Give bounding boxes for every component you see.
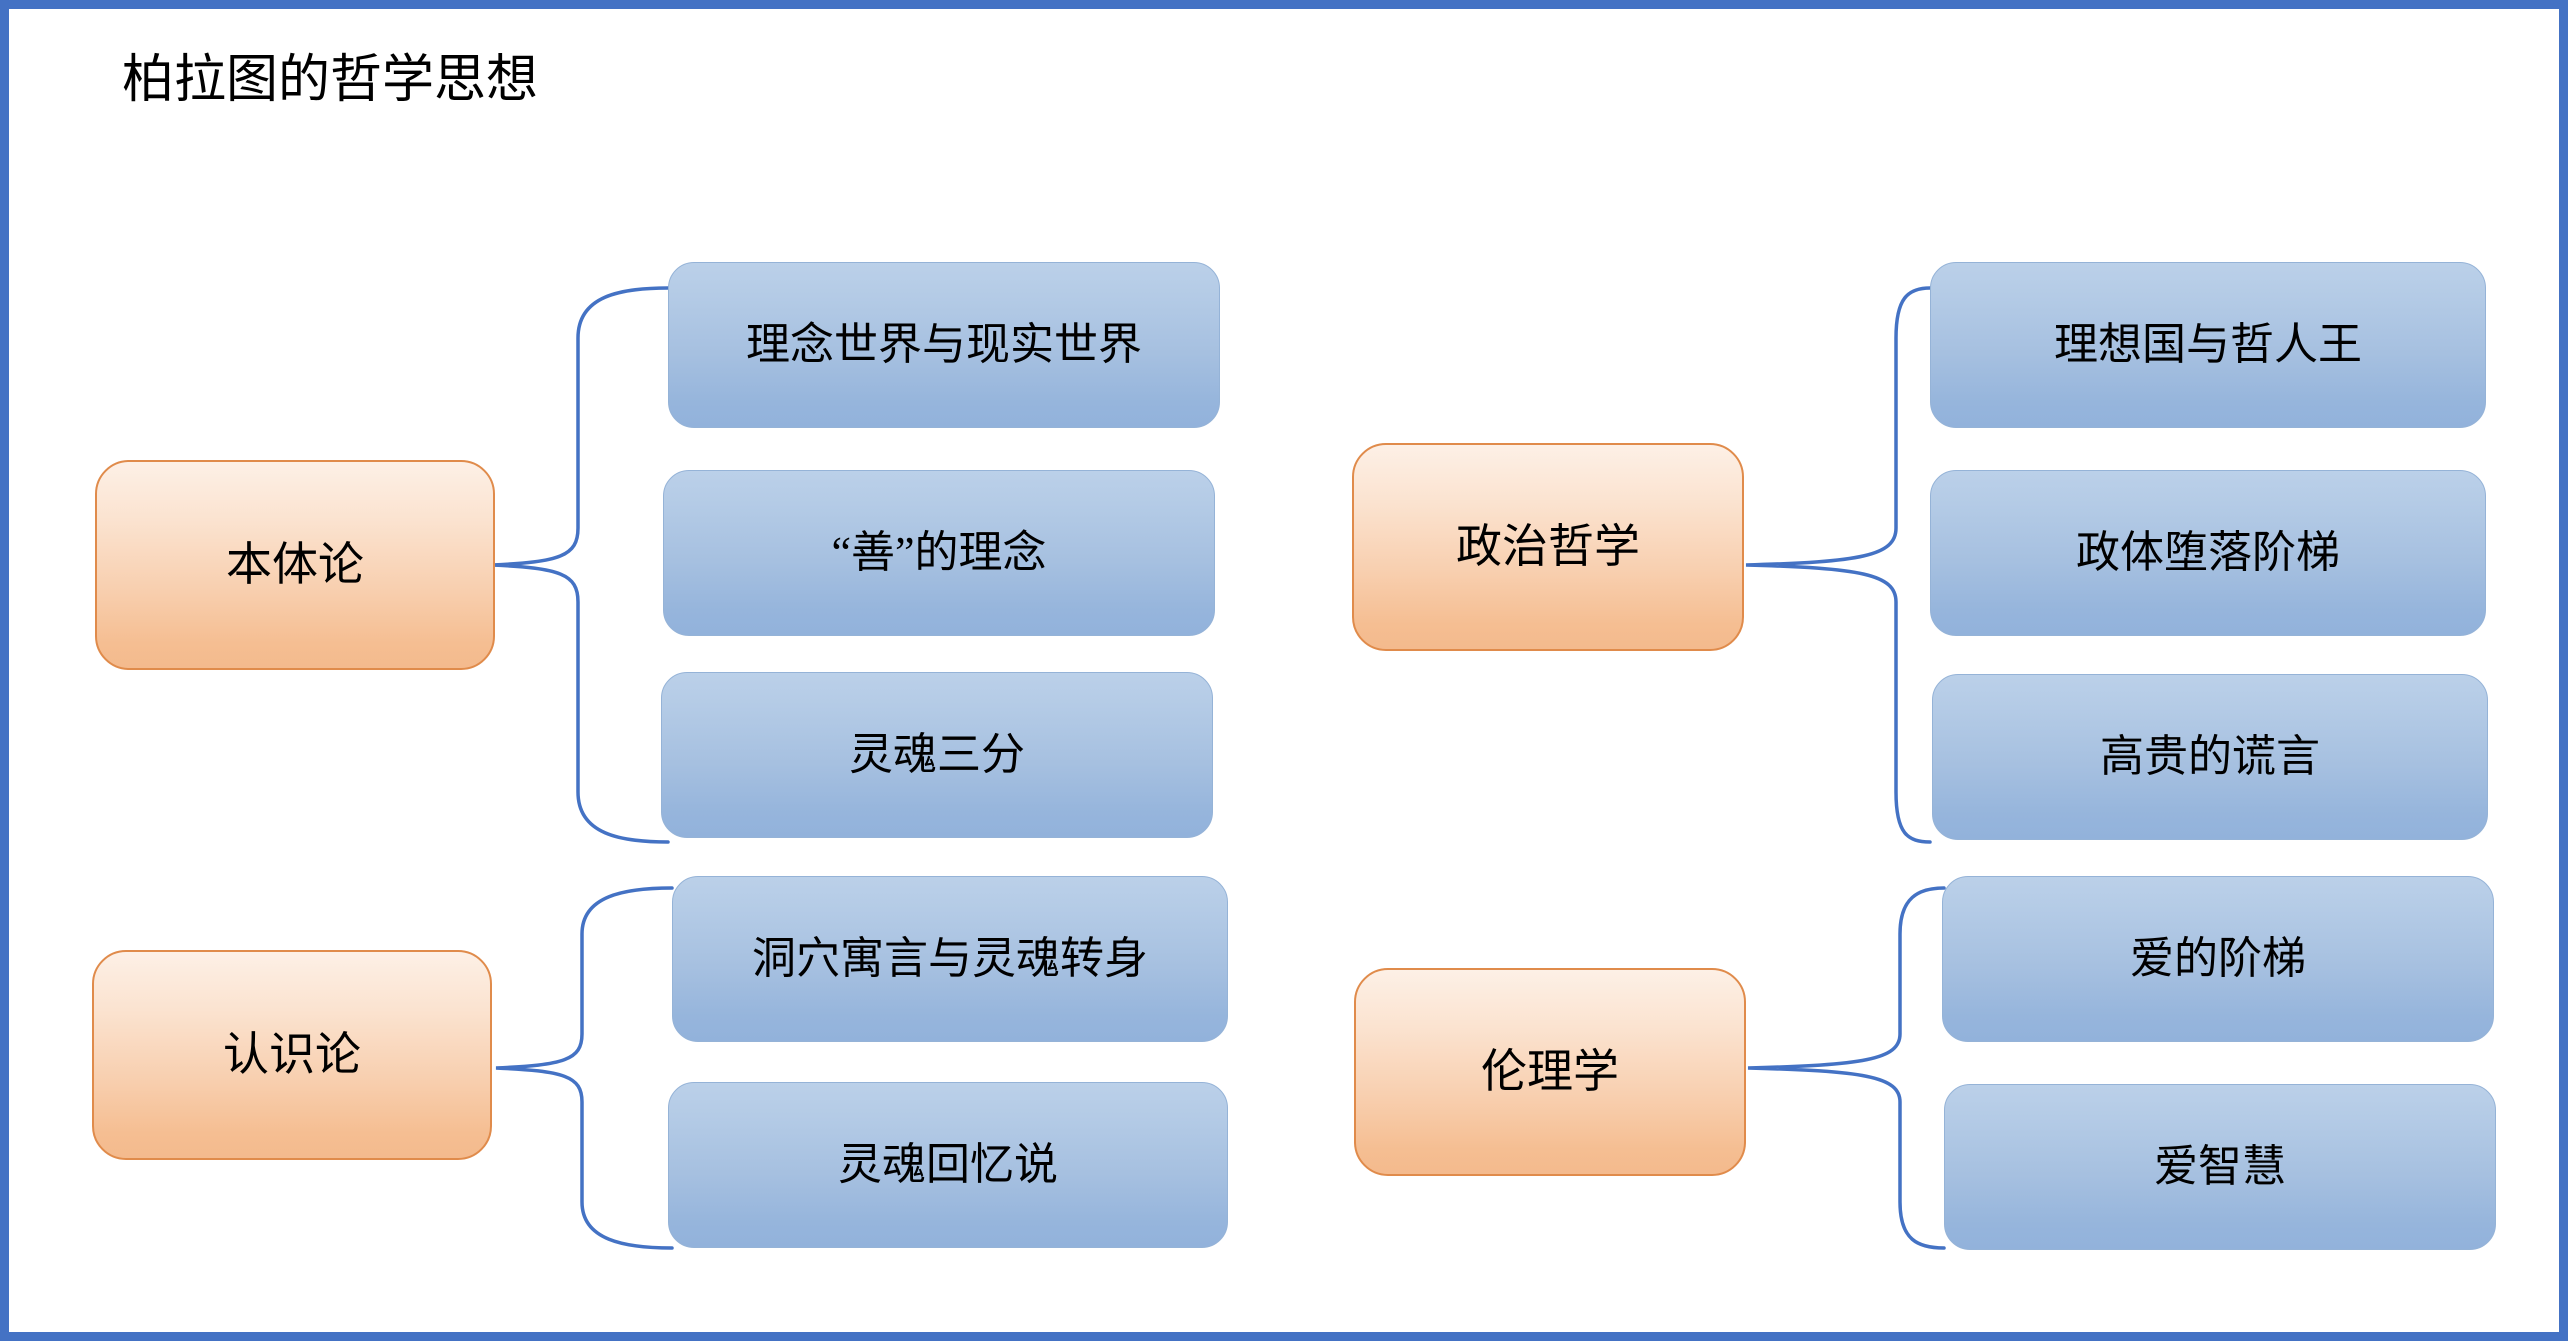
- child-node-ethics-1[interactable]: 爱的阶梯: [1942, 876, 2494, 1042]
- child-node-ontology-1[interactable]: 理念世界与现实世界: [668, 262, 1220, 428]
- child-node-epistemology-1[interactable]: 洞穴寓言与灵魂转身: [672, 876, 1228, 1042]
- parent-node-epistemology[interactable]: 认识论: [92, 950, 492, 1160]
- child-node-ontology-2[interactable]: “善”的理念: [663, 470, 1215, 636]
- child-node-political-3[interactable]: 高贵的谎言: [1932, 674, 2488, 840]
- connector-epistemology: [495, 886, 674, 1250]
- connector-political: [1745, 286, 1932, 844]
- parent-node-ethics[interactable]: 伦理学: [1354, 968, 1746, 1176]
- child-node-political-2[interactable]: 政体堕落阶梯: [1930, 470, 2486, 636]
- page-title: 柏拉图的哲学思想: [122, 52, 539, 109]
- connector-ethics: [1747, 886, 1946, 1250]
- child-node-ethics-2[interactable]: 爱智慧: [1944, 1084, 2496, 1250]
- parent-node-political-philosophy[interactable]: 政治哲学: [1352, 443, 1744, 651]
- parent-node-ontology[interactable]: 本体论: [95, 460, 495, 670]
- connector-ontology: [491, 286, 670, 844]
- child-node-epistemology-2[interactable]: 灵魂回忆说: [668, 1082, 1228, 1248]
- child-node-ontology-3[interactable]: 灵魂三分: [661, 672, 1213, 838]
- child-node-political-1[interactable]: 理想国与哲人王: [1930, 262, 2486, 428]
